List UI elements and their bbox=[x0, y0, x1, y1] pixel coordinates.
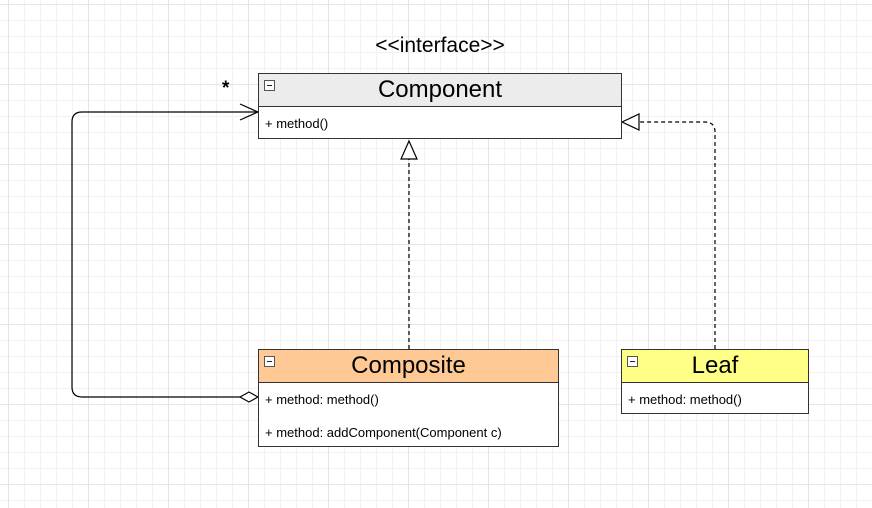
aggregation-line[interactable] bbox=[71, 111, 258, 398]
interface-stereotype: <<interface>> bbox=[375, 34, 505, 57]
leaf-realization-line[interactable] bbox=[639, 121, 716, 349]
leaf-class[interactable]: Leaf + method: method() bbox=[621, 349, 809, 414]
collapse-icon[interactable] bbox=[264, 356, 275, 367]
class-member[interactable]: + method: addComponent(Component c) bbox=[265, 425, 502, 440]
class-name: Composite bbox=[351, 352, 466, 379]
composite-header[interactable]: Composite bbox=[259, 350, 558, 383]
class-name: Leaf bbox=[691, 352, 739, 379]
class-member[interactable]: + method: method() bbox=[628, 392, 742, 407]
class-member[interactable]: + method: method() bbox=[265, 392, 379, 407]
class-name: Component bbox=[377, 76, 503, 103]
collapse-icon[interactable] bbox=[264, 80, 275, 91]
leaf-header[interactable]: Leaf bbox=[622, 350, 808, 383]
composite-realization-arrowhead bbox=[400, 139, 418, 160]
composite-class[interactable]: Composite + method: method() + method: a… bbox=[258, 349, 559, 447]
multiplicity-label: * bbox=[222, 78, 230, 99]
component-class[interactable]: Component + method() bbox=[258, 73, 622, 139]
leaf-realization-arrowhead bbox=[620, 113, 640, 131]
component-header[interactable]: Component bbox=[259, 74, 621, 107]
aggregation-diamond bbox=[238, 391, 260, 403]
class-member[interactable]: + method() bbox=[265, 116, 329, 131]
collapse-icon[interactable] bbox=[627, 356, 638, 367]
